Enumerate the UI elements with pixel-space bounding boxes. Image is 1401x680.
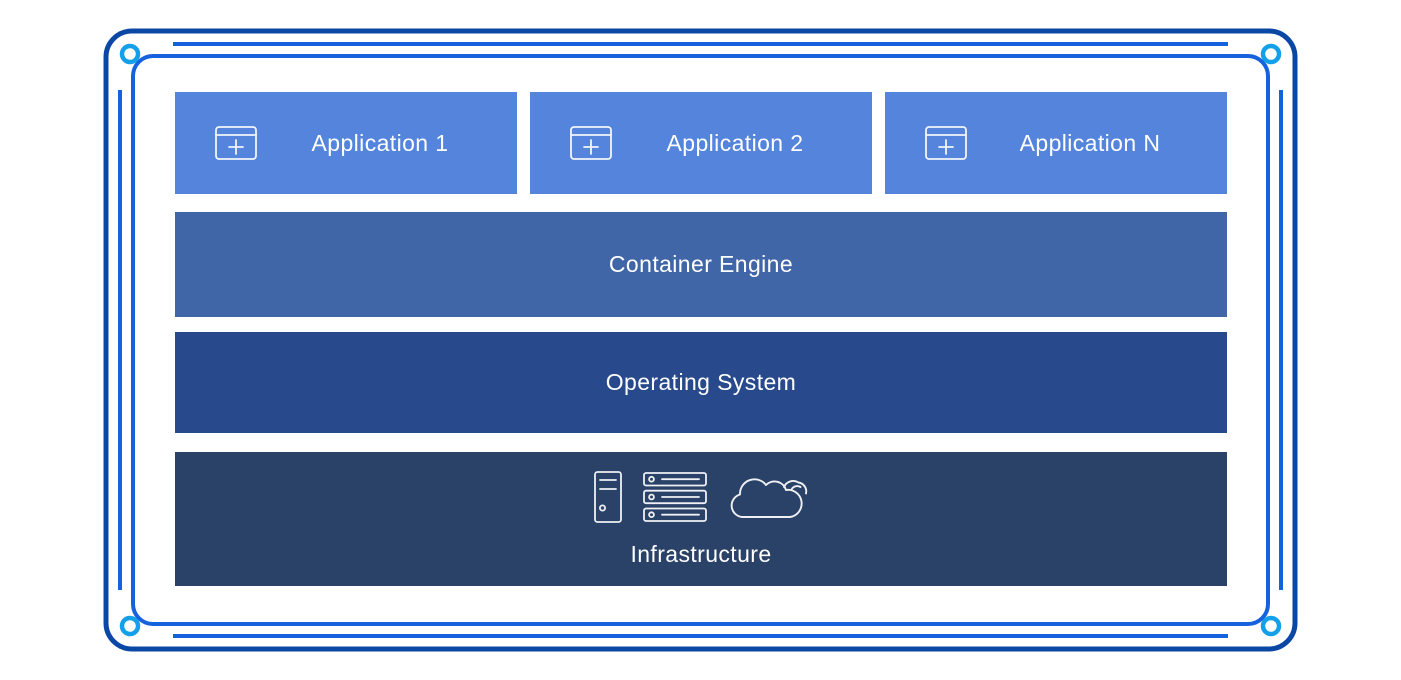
applications-row: Application 1 Application 2 bbox=[175, 92, 1227, 194]
application-box-2: Application 2 bbox=[530, 92, 872, 194]
layer-infrastructure: Infrastructure bbox=[175, 452, 1227, 586]
application-label: Application 1 bbox=[311, 129, 449, 156]
layer-label: Container Engine bbox=[608, 251, 794, 277]
infrastructure-icons bbox=[594, 470, 808, 523]
rack-server-icon bbox=[643, 471, 707, 522]
window-plus-icon bbox=[925, 126, 967, 160]
application-box-n: Application N bbox=[885, 92, 1227, 194]
layer-label: Infrastructure bbox=[630, 540, 772, 567]
application-label: Application 2 bbox=[666, 129, 804, 156]
corner-ring-icon bbox=[119, 615, 141, 637]
layer-operating-system: Operating System bbox=[175, 332, 1227, 433]
application-box-1: Application 1 bbox=[175, 92, 517, 194]
cloud-icon bbox=[728, 474, 808, 520]
tower-server-icon bbox=[594, 470, 622, 523]
corner-ring-icon bbox=[119, 43, 141, 65]
window-plus-icon bbox=[215, 126, 257, 160]
frame-outer-border bbox=[103, 28, 1298, 652]
corner-ring-icon bbox=[1260, 43, 1282, 65]
corner-ring-icon bbox=[1260, 615, 1282, 637]
application-label: Application N bbox=[1019, 129, 1161, 156]
layer-container-engine: Container Engine bbox=[175, 212, 1227, 317]
layer-label: Operating System bbox=[605, 369, 797, 395]
window-plus-icon bbox=[570, 126, 612, 160]
frame-inner-border bbox=[131, 54, 1270, 626]
